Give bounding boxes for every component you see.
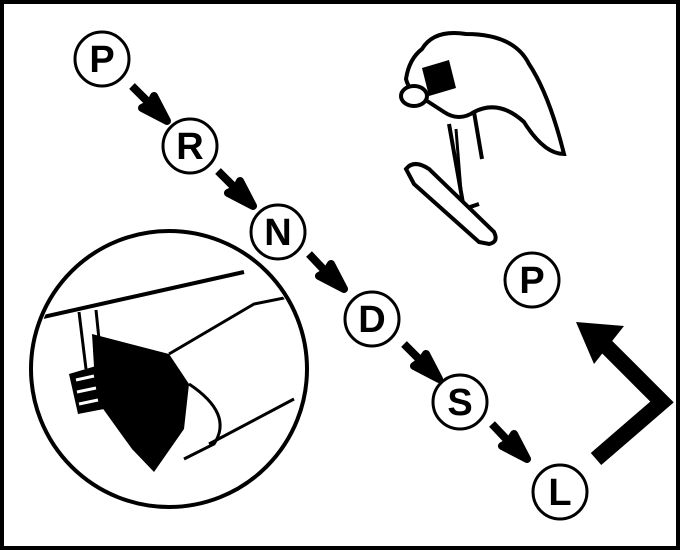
hand-on-lever-icon bbox=[399, 31, 567, 247]
position-label: D bbox=[358, 299, 385, 341]
shift-lever-closeup-icon bbox=[29, 229, 309, 509]
down-right-arrow-icon bbox=[306, 251, 348, 293]
return-arrow-icon bbox=[576, 322, 674, 466]
gear-sequence-diagram: P R N D S L P bbox=[29, 30, 674, 521]
position-label: R bbox=[176, 126, 203, 168]
position-L: L bbox=[531, 463, 589, 521]
position-P-return: P bbox=[503, 251, 561, 309]
down-right-arrow-icon bbox=[489, 421, 531, 463]
position-label: N bbox=[264, 212, 291, 254]
down-right-arrow-icon bbox=[215, 168, 257, 210]
position-label: L bbox=[548, 472, 571, 514]
position-D: D bbox=[343, 290, 401, 348]
position-N: N bbox=[249, 203, 307, 261]
down-right-arrow-icon bbox=[129, 83, 171, 125]
position-R: R bbox=[161, 117, 219, 175]
position-label: S bbox=[447, 382, 472, 424]
down-right-arrow-icon bbox=[401, 341, 443, 383]
down-right-arrows bbox=[129, 83, 531, 463]
position-P: P bbox=[73, 30, 131, 88]
position-label: P bbox=[89, 39, 114, 81]
position-S: S bbox=[431, 373, 489, 431]
position-label: P bbox=[519, 260, 544, 302]
